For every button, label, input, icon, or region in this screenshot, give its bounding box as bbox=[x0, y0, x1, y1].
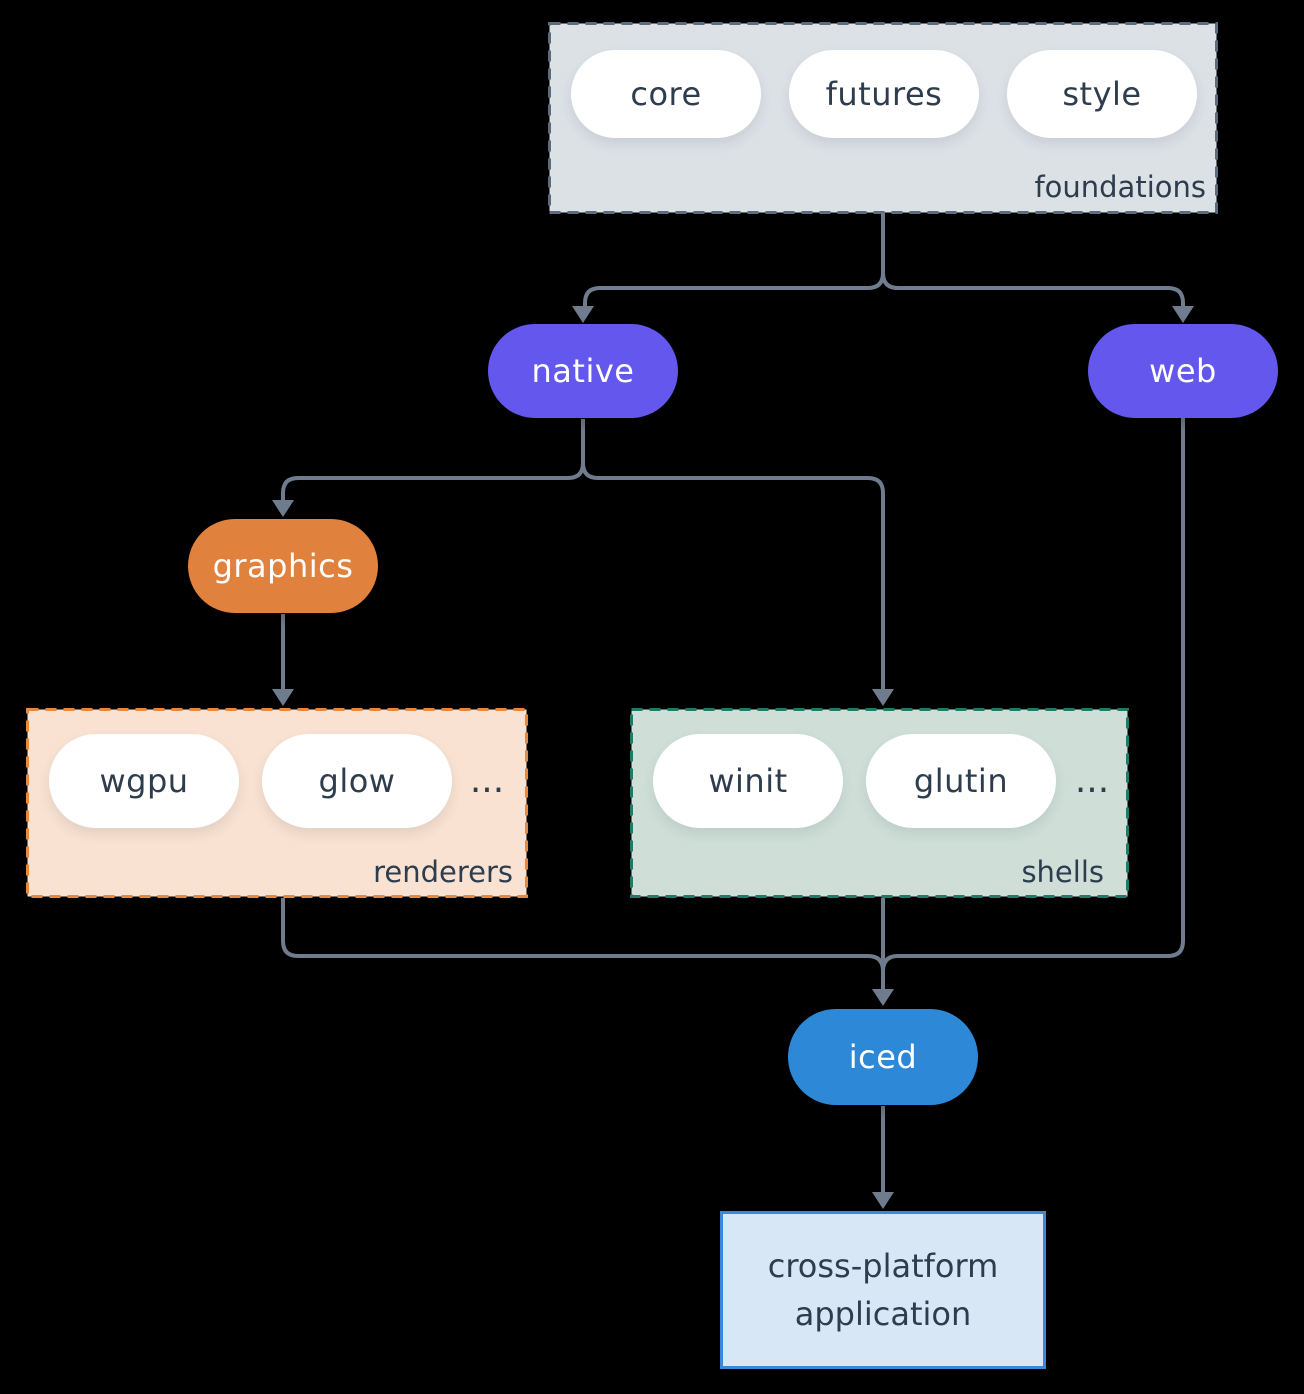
node-application: cross-platform application bbox=[720, 1211, 1046, 1369]
foundations-label: foundations bbox=[1034, 170, 1206, 204]
arrowhead-application bbox=[872, 1192, 894, 1209]
application-label-line2: application bbox=[794, 1295, 972, 1333]
node-web: web bbox=[1088, 324, 1278, 418]
node-glutin: glutin bbox=[866, 734, 1056, 828]
arrowhead-native bbox=[572, 306, 594, 323]
arrowhead-graphics bbox=[272, 500, 294, 517]
edge-foundations-native bbox=[583, 213, 885, 306]
arrowhead-shells bbox=[872, 689, 894, 706]
node-futures: futures bbox=[789, 50, 979, 138]
node-core: core bbox=[571, 50, 761, 138]
application-label-line1: cross-platform bbox=[767, 1247, 999, 1285]
arrowhead-iced bbox=[872, 989, 894, 1006]
node-winit: winit bbox=[653, 734, 843, 828]
edge-web-iced bbox=[881, 418, 1185, 989]
edge-renderers-iced bbox=[281, 898, 885, 989]
node-native: native bbox=[488, 324, 678, 418]
arrowhead-renderers bbox=[272, 689, 294, 706]
node-iced: iced bbox=[788, 1009, 978, 1105]
arrowhead-web bbox=[1172, 306, 1194, 323]
edge-native-graphics bbox=[281, 419, 585, 500]
node-style: style bbox=[1007, 50, 1197, 138]
renderers-ellipsis: ... bbox=[469, 760, 505, 801]
node-glow: glow bbox=[262, 734, 452, 828]
shells-label: shells bbox=[1021, 855, 1104, 889]
edge-native-shells bbox=[581, 419, 885, 689]
shells-ellipsis: ... bbox=[1074, 760, 1110, 801]
node-wgpu: wgpu bbox=[49, 734, 239, 828]
renderers-label: renderers bbox=[373, 855, 513, 889]
node-graphics: graphics bbox=[188, 519, 378, 613]
edge-foundations-web bbox=[881, 213, 1185, 306]
